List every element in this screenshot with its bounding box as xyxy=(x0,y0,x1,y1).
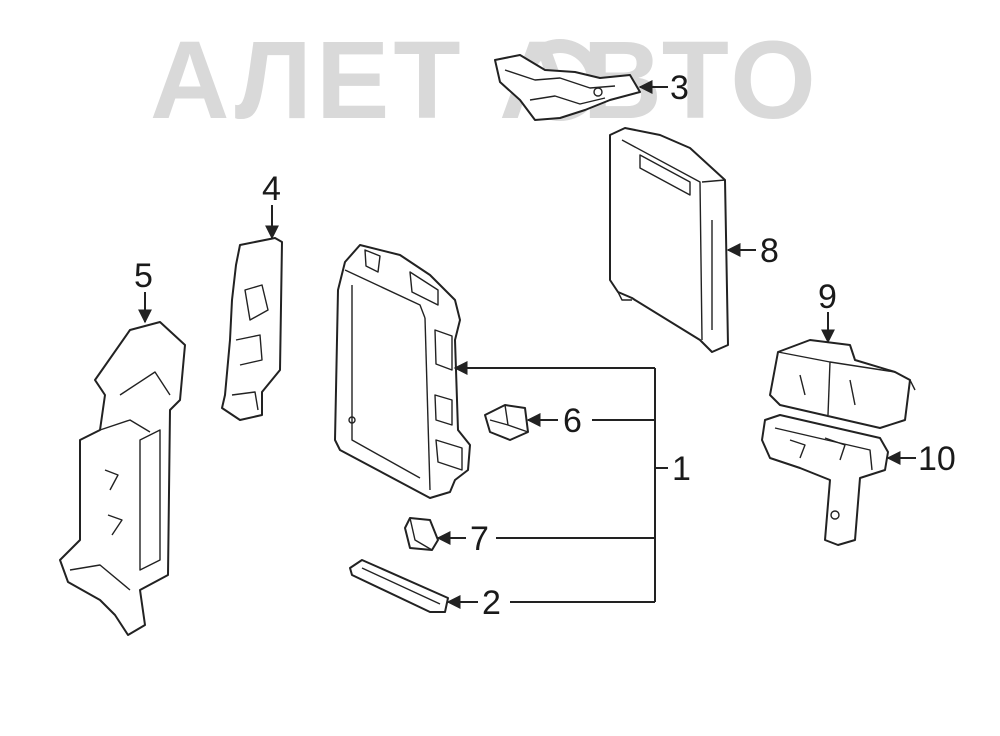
callout-4: 4 xyxy=(262,170,281,208)
part-7-clip xyxy=(404,517,439,551)
callout-9: 9 xyxy=(818,278,837,316)
watermark: АЛЕТ АВТО xyxy=(150,19,820,142)
part-8-ecu-module xyxy=(609,127,729,353)
callout-2: 2 xyxy=(482,584,501,622)
callout-6: 6 xyxy=(563,402,582,440)
leader-lines xyxy=(138,80,916,609)
part-5-bracket xyxy=(59,321,186,636)
callout-3: 3 xyxy=(670,69,689,107)
callout-1: 1 xyxy=(672,450,691,488)
watermark-text: АЛЕТ АВТО xyxy=(150,19,820,142)
callout-10: 10 xyxy=(918,440,956,478)
part-3-bracket xyxy=(494,54,641,121)
part-6-connector xyxy=(484,404,529,441)
callout-labels: 1 2 3 4 5 6 7 8 9 10 xyxy=(134,69,956,622)
part-9-relay-block xyxy=(769,339,916,429)
callout-5: 5 xyxy=(134,257,153,295)
part-10-mount-bracket xyxy=(761,414,889,546)
part-2-cover xyxy=(349,559,449,613)
callout-7: 7 xyxy=(470,520,489,558)
part-4-bracket xyxy=(221,237,283,421)
part-1-body-control-unit xyxy=(334,244,471,499)
callout-8: 8 xyxy=(760,232,779,270)
